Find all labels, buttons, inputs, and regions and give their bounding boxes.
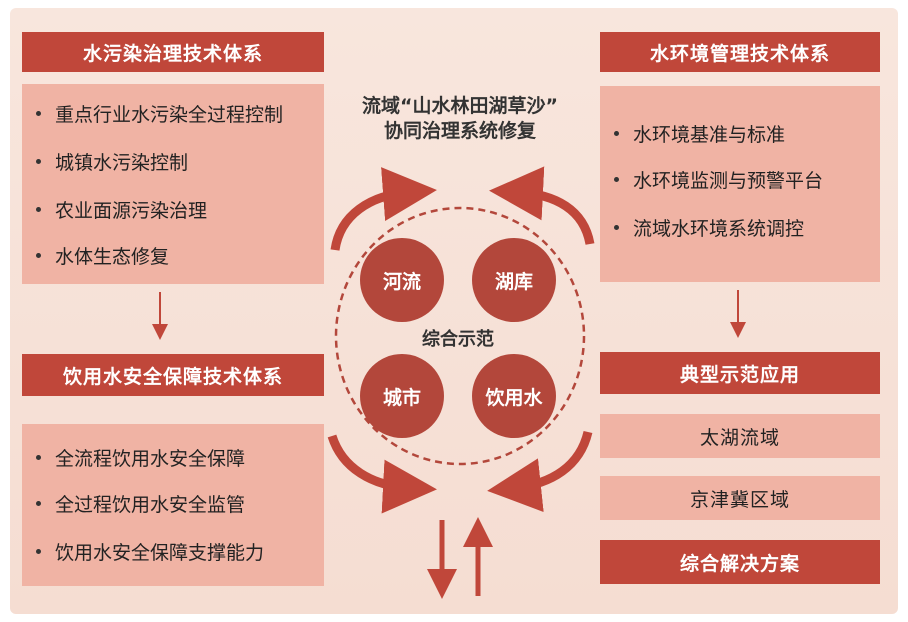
bullet-icon [36, 454, 41, 460]
curved-arrow-bottom-right [487, 430, 593, 513]
right-top-header: 水环境管理技术体系 [600, 32, 880, 72]
center-title-line2: 协同治理系统修复 [383, 120, 536, 142]
list-item: 水体生态修复 [22, 240, 324, 270]
left-bottom-box: 全流程饮用水安全保障 全过程饮用水安全监管 饮用水安全保障支撑能力 [22, 424, 324, 586]
list-item-text: 城镇水污染控制 [55, 151, 189, 174]
bullet-icon [36, 110, 41, 116]
list-item: 重点行业水污染全过程控制 [22, 98, 324, 128]
solution-header: 综合解决方案 [600, 540, 880, 584]
right-bottom-header: 典型示范应用 [600, 352, 880, 394]
curved-arrow-bottom-left [327, 434, 437, 514]
bullet-icon [614, 176, 619, 182]
list-item-text: 全流程饮用水安全保障 [55, 447, 246, 470]
region-jingjinji: 京津冀区域 [600, 476, 880, 520]
bullet-icon [36, 500, 41, 506]
list-item-text: 全过程饮用水安全监管 [55, 493, 246, 516]
bullet-icon [36, 206, 41, 212]
list-item-text: 农业面源污染治理 [55, 199, 208, 222]
list-item-text: 重点行业水污染全过程控制 [55, 103, 284, 126]
right-top-box: 水环境基准与标准 水环境监测与预警平台 流域水环境系统调控 [600, 86, 880, 282]
list-item-text: 流域水环境系统调控 [633, 217, 805, 240]
list-item: 全流程饮用水安全保障 [22, 442, 324, 472]
center-title-line1: 流域“山水林田湖草沙” [362, 95, 558, 117]
list-item: 城镇水污染控制 [22, 146, 324, 176]
list-item-text: 水环境监测与预警平台 [633, 169, 824, 192]
circle-city: 城市 [360, 354, 444, 438]
curved-arrow-top-left [330, 167, 437, 251]
left-top-header: 水污染治理技术体系 [22, 32, 324, 72]
bullet-icon [36, 252, 41, 258]
left-top-box: 重点行业水污染全过程控制 城镇水污染控制 农业面源污染治理 水体生态修复 [22, 84, 324, 284]
left-bottom-header: 饮用水安全保障技术体系 [22, 354, 324, 396]
circle-river: 河流 [360, 238, 444, 322]
circle-drinking-water: 饮用水 [472, 354, 556, 438]
list-item-text: 饮用水安全保障支撑能力 [55, 541, 265, 564]
circle-lake: 湖库 [472, 238, 556, 322]
list-item-text: 水环境基准与标准 [633, 123, 786, 146]
list-item: 水环境基准与标准 [600, 118, 880, 148]
list-item-text: 水体生态修复 [55, 245, 170, 268]
list-item: 全过程饮用水安全监管 [22, 488, 324, 518]
list-item: 流域水环境系统调控 [600, 212, 880, 242]
curved-arrow-top-right [489, 166, 595, 245]
bullet-icon [36, 548, 41, 554]
dashed-cycle [334, 206, 586, 466]
list-item: 饮用水安全保障支撑能力 [22, 536, 324, 566]
bullet-icon [36, 158, 41, 164]
center-label: 综合示范 [422, 329, 494, 350]
list-item: 水环境监测与预警平台 [600, 164, 880, 194]
bullet-icon [614, 224, 619, 230]
list-item: 农业面源污染治理 [22, 194, 324, 224]
region-taihu: 太湖流域 [600, 414, 880, 458]
bullet-icon [614, 130, 619, 136]
